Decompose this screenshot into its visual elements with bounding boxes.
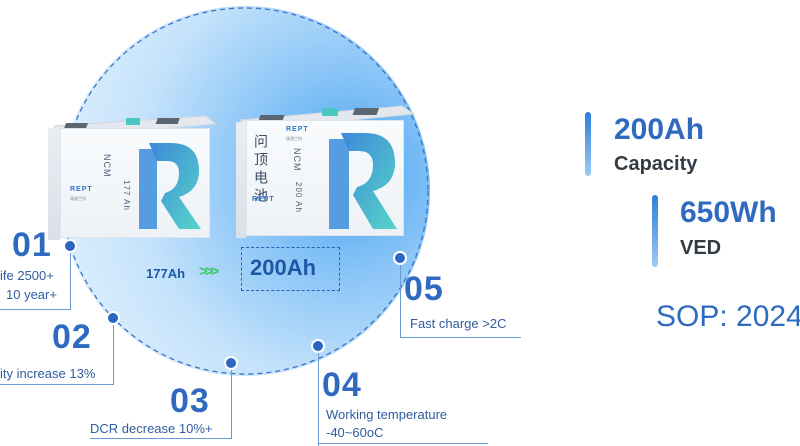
battery-200ah-chemistry: NCM [292,148,302,172]
battery-200ah-logo-lower: REPT [252,196,275,203]
battery-177ah-chemistry: NCM [102,154,112,178]
feature-01-text-2: 10 year+ [6,287,57,302]
battery-200ah-chinese-name: 问顶电池 [252,134,268,206]
feature-05-dot [393,251,407,265]
feature-02-number: 02 [52,318,92,356]
battery-177ah-capacity: 177 Ah [122,180,131,211]
battery-200ah-front [246,120,404,236]
upgrade-to-capacity: 200Ah [250,255,317,280]
battery-177ah-logo-sub: 瑞浦兰钧 [70,196,86,201]
feature-04-number: 04 [322,366,362,404]
feature-05-number: 05 [404,270,444,308]
feature-01-number: 01 [12,226,52,264]
battery-200ah-capacity: 200 Ah [294,182,303,213]
battery-177ah: NCM 177 Ah REPT 瑞浦兰钧 [48,112,218,242]
feature-01-dot [63,239,77,253]
feature-04-text-1: Working temperature [326,407,448,422]
feature-04-dot [311,339,325,353]
spec-ved-bar [652,195,658,267]
upgrade-from-capacity: 177Ah [146,266,186,281]
spec-capacity-value: 200Ah [614,113,705,146]
spec-ved-label: VED [680,237,722,259]
feature-04-text-2: -40~60oC [326,425,384,440]
spec-ved-value: 650Wh [680,196,777,229]
feature-01-text-1: ife 2500+ [0,268,54,283]
feature-02-dot [106,311,120,325]
battery-177ah-front [60,128,210,238]
battery-200ah-logo-sub: 瑞浦兰钧 [286,136,302,141]
feature-05-text: Fast charge >2C [410,316,507,331]
spec-capacity-bar [585,112,591,176]
battery-200ah: 问顶电池 NCM 200 Ah REPT 瑞浦兰钧 REPT [236,100,416,240]
upgrade-chevrons: >>> [199,263,219,280]
battery-177ah-logo: REPT [70,186,93,193]
upgrade-target-box [241,247,340,291]
feature-03-text: DCR decrease 10%+ [90,421,213,436]
feature-03-dot [224,356,238,370]
battery-200ah-logo: REPT [286,126,309,133]
feature-03-number: 03 [170,382,210,420]
sop-date: SOP: 2024 [656,300,800,333]
dashed-ring [61,7,429,375]
spec-capacity-label: Capacity [614,153,698,175]
feature-02-text: ity increase 13% [0,366,96,381]
